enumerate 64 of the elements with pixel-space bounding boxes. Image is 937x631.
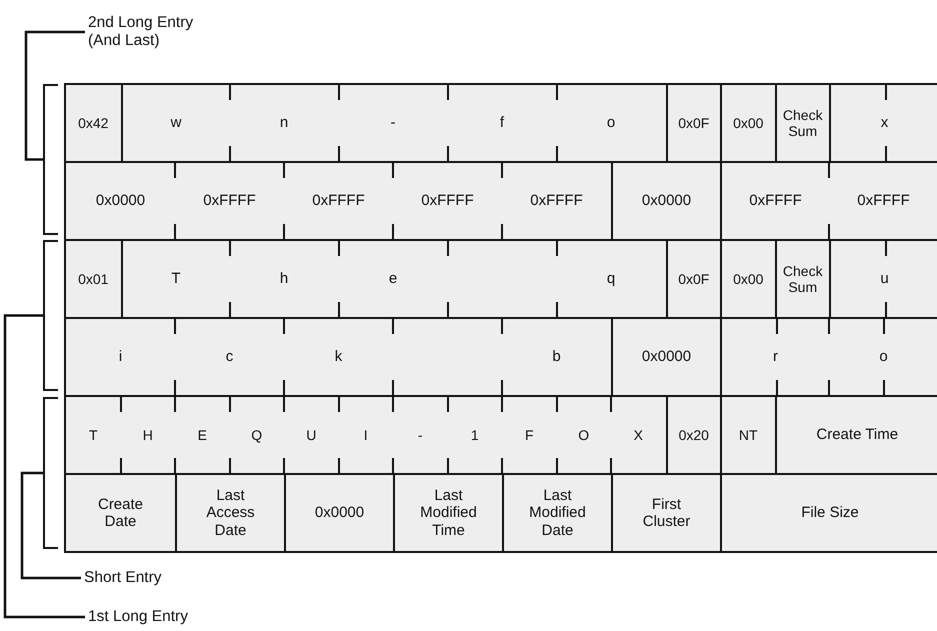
table-cell: 0x00: [720, 85, 774, 161]
table-cell: Last Modified Time: [393, 475, 502, 551]
table-cell: 0xFFFF: [393, 163, 502, 239]
table-cell: H: [120, 397, 175, 473]
table-cell: Last Modified Date: [502, 475, 611, 551]
table-cell: 0xFFFF: [829, 163, 937, 239]
table-cell: O: [556, 397, 611, 473]
table-cell: Last Access Date: [175, 475, 284, 551]
bracket: [43, 240, 58, 391]
table-cell: 0xFFFF: [284, 163, 393, 239]
table-cell: o: [829, 319, 937, 395]
table-cell: I: [338, 397, 393, 473]
table-cell: X: [611, 397, 666, 473]
table-cell: U: [284, 397, 338, 473]
table-cell: Check Sum: [774, 241, 829, 317]
bracket: [43, 397, 58, 549]
table-cell: x: [829, 85, 937, 161]
table-cell: q: [556, 241, 666, 317]
table-cell: b: [502, 319, 611, 395]
table-cell: 0x0000: [284, 475, 393, 551]
table-cell-text: Create Date: [96, 494, 144, 532]
table-cell-text: T: [88, 426, 99, 445]
table-cell: 0x0F: [666, 241, 720, 317]
table-cell: u: [829, 241, 937, 317]
table-cell-text: 0x01: [77, 270, 110, 289]
table-cell: Create Time: [774, 397, 937, 473]
table-cell: r: [720, 319, 829, 395]
table-cell: o: [556, 85, 666, 161]
table-cell-text: i: [118, 347, 124, 368]
table-cell-text: 0x0000: [94, 191, 146, 212]
table-cell: First Cluster: [611, 475, 720, 551]
entry-label: 2nd Long Entry (And Last): [88, 14, 208, 50]
table-cell: 0xFFFF: [720, 163, 829, 239]
table-cell: e: [338, 241, 448, 317]
table-cell: 0x0000: [611, 163, 720, 239]
table-cell-text: 0x42: [77, 114, 110, 133]
entry-label: 1st Long Entry: [88, 608, 218, 626]
table-cell: Q: [230, 397, 284, 473]
table-cell: w: [120, 85, 230, 161]
leader-line: [24, 30, 85, 161]
bracket: [43, 84, 58, 235]
table-cell: h: [230, 241, 338, 317]
table-cell: f: [448, 85, 556, 161]
table-cell: Check Sum: [774, 85, 829, 161]
table-cell: 0x0000: [611, 319, 720, 395]
table-cell: NT: [720, 397, 774, 473]
leader-line: [20, 472, 81, 580]
table-cell: -: [393, 397, 448, 473]
table-cell: 0x00: [720, 241, 774, 317]
table-cell: c: [175, 319, 284, 395]
table-cell: File Size: [720, 475, 937, 551]
table-cell: n: [230, 85, 338, 161]
table-cell: k: [284, 319, 393, 395]
table-cell: E: [175, 397, 230, 473]
table-cell: -: [338, 85, 448, 161]
table-cell: T: [120, 241, 230, 317]
table-cell: F: [502, 397, 556, 473]
table-cell: 0x20: [666, 397, 720, 473]
table-cell: 0xFFFF: [502, 163, 611, 239]
leader-line: [4, 314, 85, 618]
entry-label: Short Entry: [84, 569, 204, 587]
table-cell: 0x0F: [666, 85, 720, 161]
table-cell: 0xFFFF: [175, 163, 284, 239]
table-cell: 1: [448, 397, 502, 473]
